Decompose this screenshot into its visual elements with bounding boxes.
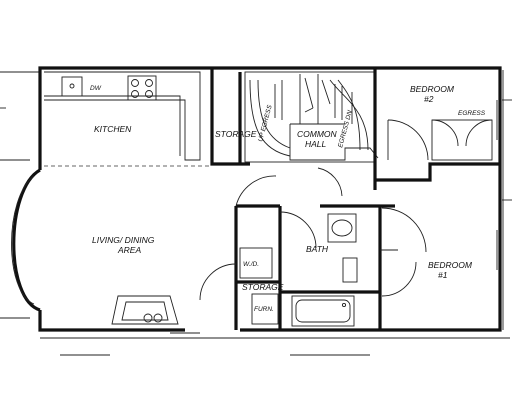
dw-label: DW (90, 85, 102, 92)
sink-icon (61, 76, 83, 97)
washer-dryer-label: W./D. (243, 261, 259, 268)
fireplace (111, 295, 179, 325)
up-egress-label: UP EGRESS (257, 104, 274, 143)
living-dining-label-2: AREA (117, 245, 141, 255)
utility-fixtures (239, 247, 279, 325)
bedroom2-walls (375, 119, 500, 182)
bathtub-icon (291, 295, 355, 327)
living-dining-label-1: LIVING/ DINING (92, 235, 155, 245)
common-hall-label-1: COMMON (297, 129, 338, 139)
bath-fixtures (291, 213, 358, 327)
stove-icon (127, 75, 157, 101)
windows (170, 100, 498, 334)
kitchen-counter (44, 71, 201, 161)
storage-bottom-label: STORAGE (242, 282, 284, 292)
stair-block (210, 68, 379, 190)
kitchen-label: KITCHEN (94, 124, 132, 134)
site-lines (0, 71, 512, 356)
furnace-icon (251, 293, 279, 325)
interior-walls (199, 167, 427, 330)
toilet-icon (342, 257, 358, 283)
bedroom2-label-2: #2 (424, 94, 434, 104)
lavatory-icon (327, 213, 357, 243)
exterior-walls (11, 66, 504, 332)
washer-dryer-icon (239, 247, 273, 279)
bedroom1-label-1: BEDROOM (428, 260, 473, 270)
bedroom1-label-2: #1 (438, 270, 448, 280)
furnace-label: FURN. (254, 306, 274, 313)
bath-label: BATH (306, 244, 329, 254)
egress-right-label: EGRESS (458, 110, 486, 117)
common-hall-label-2: HALL (305, 139, 327, 149)
bedroom2-label-1: BEDROOM (410, 84, 455, 94)
egress-dn-label: EGRESS DN (337, 109, 354, 148)
storage-top-label: STORAGE (215, 129, 257, 139)
